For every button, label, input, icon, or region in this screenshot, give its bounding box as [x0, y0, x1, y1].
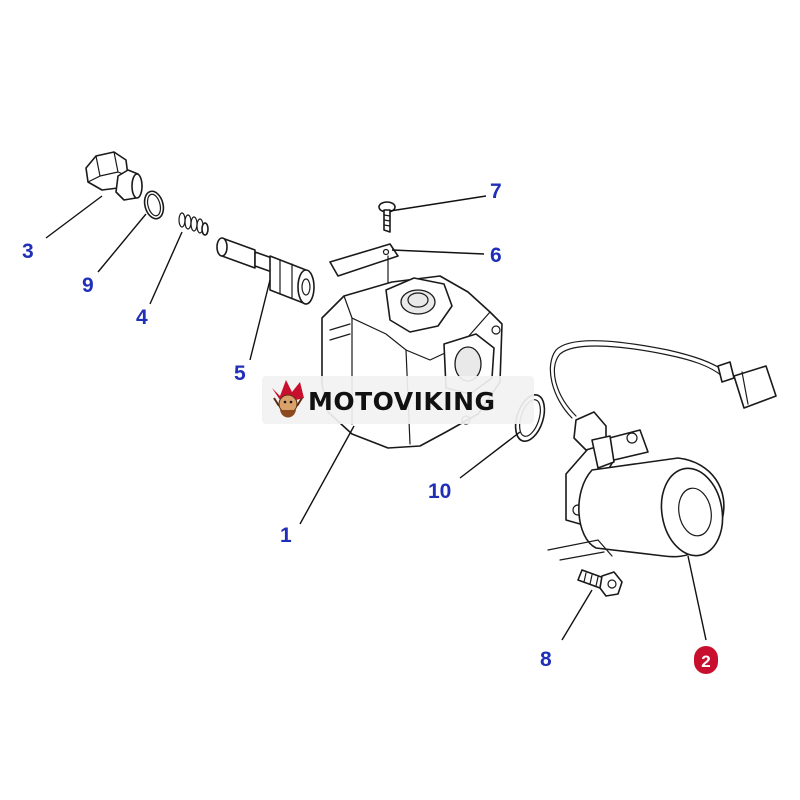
watermark-text: MOTOVIKING	[308, 387, 496, 416]
leader-lines	[45, 195, 707, 641]
o-ring-small-part	[143, 190, 165, 220]
solenoid-valve-part	[547, 340, 777, 561]
viking-mascot-icon	[272, 380, 304, 418]
callout-8: 8	[540, 648, 552, 671]
callout-5: 5	[234, 362, 246, 385]
callout-4: 4	[136, 306, 148, 329]
callout-7: 7	[490, 180, 502, 203]
callout-2-highlighted: 2	[694, 646, 718, 674]
callout-6: 6	[490, 244, 502, 267]
spring-part	[178, 212, 209, 236]
callout-3: 3	[22, 240, 34, 263]
plug-part	[85, 151, 143, 201]
callout-1: 1	[280, 524, 292, 547]
callout-9: 9	[82, 274, 94, 297]
svg-text:2: 2	[701, 652, 710, 671]
spool-part	[216, 237, 315, 305]
screw-part	[378, 201, 396, 233]
watermark-banner: MOTOVIKING	[262, 376, 534, 424]
callout-10: 10	[428, 480, 451, 503]
bolt-part	[577, 569, 623, 597]
callout-labels: 3 9 4 5 7 6 1 10 8 2	[22, 180, 718, 674]
